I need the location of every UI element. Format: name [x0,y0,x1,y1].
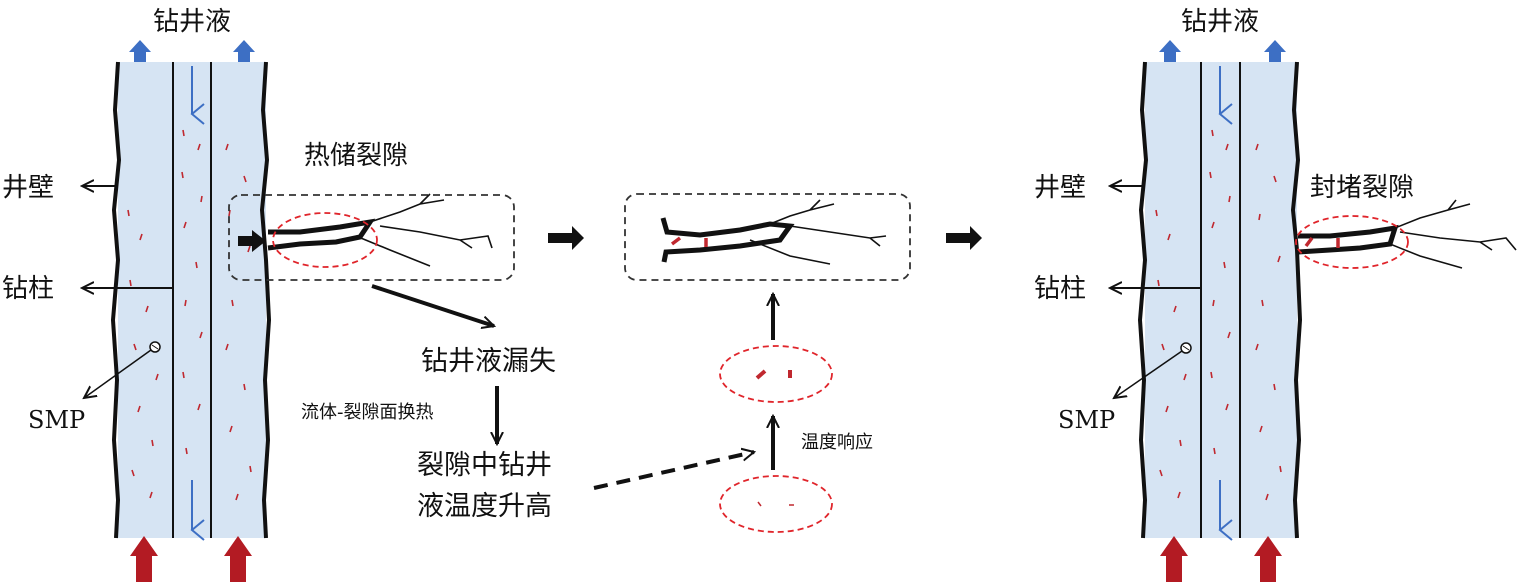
label-fluid-loss: 钻井液漏失 [421,346,556,377]
dashed-response-arrow [593,452,754,490]
left-outflow-arrow-2 [233,40,255,62]
left-particles [127,129,252,501]
right-smp-pointer [1114,350,1183,398]
fluid-loss-arrow [371,284,494,326]
sealed-particle-1 [1304,236,1314,248]
label-temp-rise-line1: 裂隙中钻井 [417,450,552,481]
label-smp-left: SMP [28,406,85,434]
left-fluid-body [118,62,266,538]
label-drilling-fluid-right: 钻井液 [1181,7,1259,37]
sealed-fracture-group [1295,199,1517,269]
label-drill-string-right: 钻柱 [1034,274,1086,304]
right-outflow-arrow-1 [1159,40,1181,62]
label-smp-right: SMP [1058,406,1115,434]
sealed-fracture-main [1297,224,1399,255]
middle-fracture-branches [749,199,887,265]
label-temperature-response: 温度响应 [801,432,873,453]
left-wellbore [82,40,272,582]
right-wellbore-wall-left [1137,61,1149,539]
original-particle-1 [757,501,762,507]
right-wellbore-wall-right [1290,61,1303,539]
middle-fracture-main [660,217,795,263]
fluid-entry-arrow [238,230,266,252]
label-drill-string-left: 钻柱 [2,274,54,304]
reservoir-fracture-main [267,218,376,251]
label-drilling-fluid-left: 钻井液 [153,7,231,37]
left-wellbore-wall-left [110,61,122,539]
sealed-fracture-branches [1389,199,1517,269]
reservoir-fracture-branches [355,193,493,267]
right-wellbore [1110,40,1303,582]
arrow-to-right-well [946,226,982,250]
reservoir-fracture-highlight [272,212,378,268]
middle-process [371,193,982,533]
label-temp-rise-line2: 液温度升高 [417,491,552,522]
label-wellbore-wall-right: 井壁 [1034,173,1086,203]
reservoir-fracture-group [228,193,515,281]
right-inflow-arrow-2 [1254,536,1282,582]
left-outflow-arrow-1 [129,40,151,62]
label-wellbore-wall-left: 井壁 [2,173,54,203]
middle-sealing-particle-1 [670,236,682,246]
label-heat-exchange: 流体-裂隙面换热 [301,402,434,423]
original-particle-ellipse [719,475,833,533]
expanded-particle-ellipse [719,345,833,403]
right-outflow-arrow-2 [1264,40,1286,62]
arrow-to-middle-box [548,226,584,250]
right-fluid-body [1145,62,1297,538]
reservoir-fracture-box [228,194,515,281]
right-inflow-arrow-1 [1160,536,1188,582]
label-reservoir-fracture: 热储裂隙 [304,141,408,171]
left-smp-pointer [84,349,152,398]
expanded-particle-1 [755,369,767,380]
right-particles [1155,129,1282,501]
sealed-fracture-highlight [1295,215,1409,269]
left-wellbore-wall-right [259,61,272,539]
left-inflow-arrow-2 [224,536,252,582]
label-sealed-fracture: 封堵裂隙 [1310,173,1414,203]
left-inflow-arrow-1 [130,536,158,582]
